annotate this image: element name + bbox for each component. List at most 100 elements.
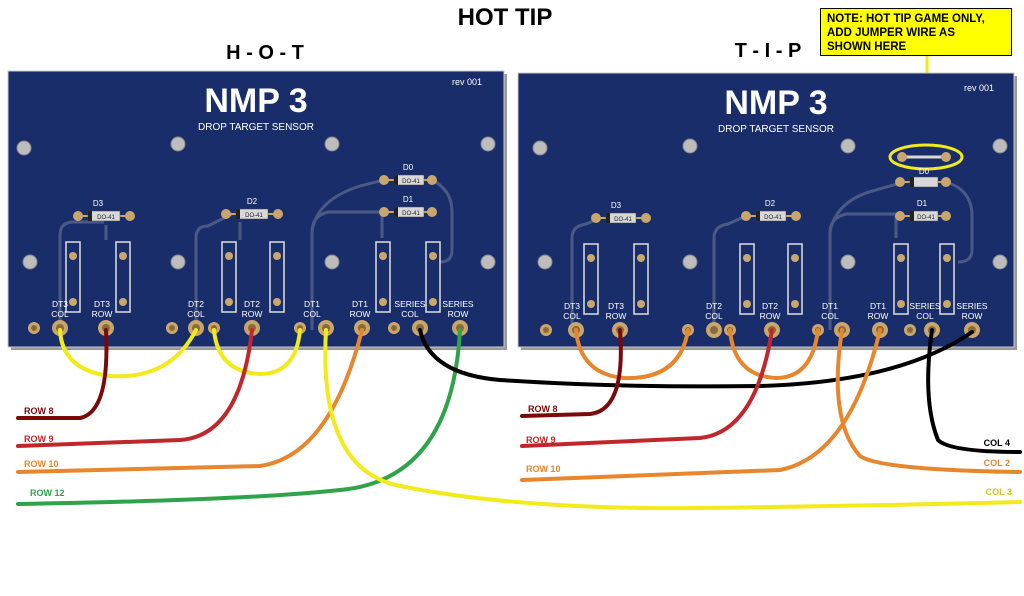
terminal-label: ROW [606,311,627,321]
terminal-label: DT1 [822,301,838,311]
diode-d3: DO-41 D3 [73,199,135,222]
wire-label-row8: ROW 8 [528,404,558,414]
wire-series-link [418,328,974,389]
slot-pads [69,252,437,306]
terminal-label: COL [187,309,205,319]
wire-row9 [16,328,254,448]
terminal-labels: DT3 COL DT3 ROW DT2 COL DT2 ROW DT1 COL … [563,301,988,321]
terminal-label: COL [401,309,419,319]
sensor-slots [65,241,441,313]
diode-body: DO-41 [764,215,782,221]
diode-d1: DO-41 D1 [379,195,437,218]
wire-row9 [520,328,774,448]
sensor-slots [583,243,955,315]
terminal-label: ROW [350,309,371,319]
diode-label: D2 [247,197,258,206]
board-pcb [517,72,1015,348]
board-label-hot: H - O - T [226,42,304,64]
wire-label-row9: ROW 9 [24,434,54,444]
diode-d3: DO-41 D3 [591,201,651,224]
terminal-label: DT1 [870,301,886,311]
wire-col2 [835,328,1022,474]
wires [16,328,1022,511]
wire-label-row8: ROW 8 [24,406,54,416]
diode-label: D1 [403,195,414,204]
wire-jumper-dt2col-dt1col [728,328,820,381]
wire-jumper-dt3col-dt2col [574,328,690,381]
diode-label: D3 [93,199,104,208]
terminal-label: COL [916,311,934,321]
diode-label: D1 [917,199,928,208]
terminal-label: COL [705,311,723,321]
wire-jumper-dt3col-dt2col [58,328,198,379]
wire-label-row12: ROW 12 [30,488,65,498]
terminal-label: DT1 [352,299,368,309]
diode-body: DO-41 [917,215,935,221]
wire-label-col4: COL 4 [984,438,1010,448]
board-subtitle: DROP TARGET SENSOR [718,124,834,135]
diode-d0: D0 [895,167,951,188]
terminal-label: DT1 [304,299,320,309]
terminal-label: ROW [868,311,889,321]
wire-row12 [16,328,462,506]
wire-label-row10: ROW 10 [526,464,561,474]
board-rev: rev 001 [452,77,482,87]
diode-d1: DO-41 D1 [895,199,951,222]
board-hot: NMP 3 DROP TARGET SENSOR rev 001 DO-41 D… [7,70,507,350]
terminal-label: ROW [92,309,113,319]
diode-body: DO-41 [97,215,115,221]
wire-labels: ROW 8 ROW 9 ROW 10 ROW 12 ROW 8 ROW 9 RO… [24,404,1012,498]
wire-row8 [16,328,109,420]
diode-d2: DO-41 D2 [741,199,801,222]
terminal-label: DT2 [706,301,722,311]
wire-col4 [926,328,1022,454]
pcb-traces [58,178,454,330]
wire-row8 [520,328,623,418]
terminal-label: DT3 [94,299,110,309]
terminal-label: SERIES [956,301,988,311]
terminal-label: SERIES [394,299,426,309]
terminal-label: DT3 [608,301,624,311]
terminal-label: DT2 [244,299,260,309]
terminal-label: COL [303,309,321,319]
diode-label: D3 [611,201,622,210]
board-name: NMP 3 [204,82,307,120]
terminal-label: ROW [760,311,781,321]
jumper-wire [888,143,964,171]
board-name: NMP 3 [724,84,827,122]
diode-body: DO-41 [245,213,263,219]
terminal-label: ROW [448,309,469,319]
jumper-note: NOTE: HOT TIP GAME ONLY, ADD JUMPER WIRE… [820,8,1012,56]
terminal-label: COL [51,309,69,319]
board-label-tip: T - I - P [734,40,802,62]
terminal-label: COL [821,311,839,321]
mounting-holes [532,138,1008,270]
terminal-label: ROW [962,311,983,321]
board-tip: NMP 3 DROP TARGET SENSOR rev 001 DO-41 D… [517,72,1017,350]
terminal-label: SERIES [909,301,941,311]
diode-label: D0 [403,163,414,172]
wire-label-col3: COL 3 [986,487,1012,497]
terminal-label: ROW [242,309,263,319]
diode-d2: DO-41 D2 [221,197,283,220]
diode-body: DO-41 [402,211,420,217]
diode-body: DO-41 [402,179,420,185]
wire-jumper-dt2col-dt1col [212,328,302,377]
diagram-title: HOT TIP [457,4,553,31]
terminal-label: COL [563,311,581,321]
diode-label: D0 [919,167,930,176]
terminal-labels: DT3 COL DT3 ROW DT2 COL DT2 ROW DT1 COL … [51,299,474,319]
diode-label: D2 [765,199,776,208]
wire-row10 [16,328,364,474]
wire-label-col2: COL 2 [984,458,1010,468]
terminal-label: DT2 [188,299,204,309]
terminal-label: DT3 [564,301,580,311]
jumper-highlight [888,143,964,171]
board-subtitle: DROP TARGET SENSOR [198,122,314,133]
wire-label-row10: ROW 10 [24,459,59,469]
wire-label-row9: ROW 9 [526,435,556,445]
terminal-label: DT3 [52,299,68,309]
diode-body: DO-41 [614,217,632,223]
board-rev: rev 001 [964,83,994,93]
